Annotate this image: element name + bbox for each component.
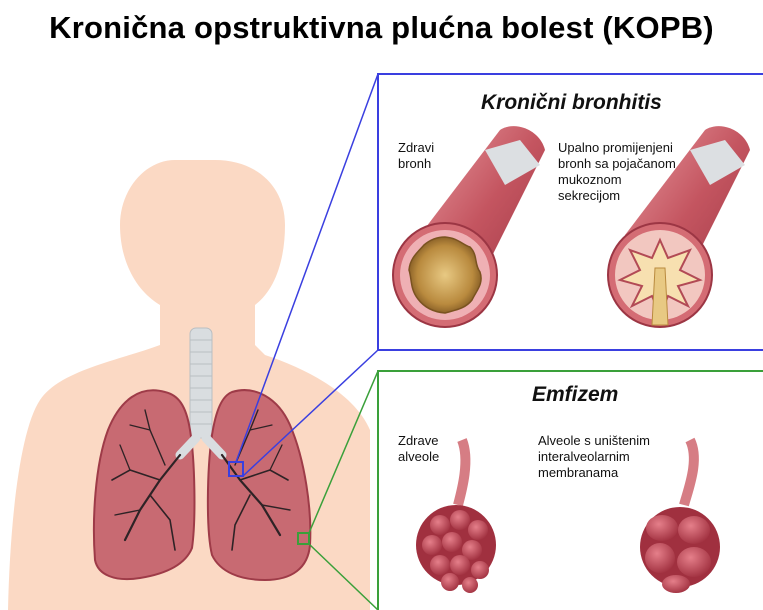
- healthy-bronchus-label: Zdravi bronh: [398, 140, 434, 172]
- bronchitis-panel-title: Kronični bronhitis: [481, 91, 662, 115]
- trachea: [190, 328, 212, 438]
- emphysema-panel-title: Emfizem: [532, 383, 618, 407]
- damaged-alveoli-label: Alveole s uništenim interalveolarnim mem…: [538, 433, 650, 481]
- healthy-alveoli-label: Zdrave alveole: [398, 433, 439, 465]
- inflamed-bronchus-label: Upalno promijenjeni bronh sa pojačanom m…: [558, 140, 676, 204]
- damaged-alveoli: [640, 440, 720, 593]
